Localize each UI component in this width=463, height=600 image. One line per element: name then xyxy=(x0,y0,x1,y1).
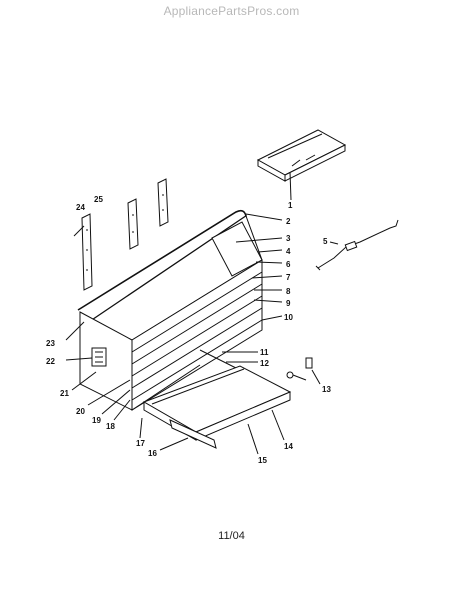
part-label-8: 8 xyxy=(286,287,291,296)
date-code: 11/04 xyxy=(218,530,245,542)
part-label-5: 5 xyxy=(323,237,328,246)
part-label-6: 6 xyxy=(286,260,291,269)
part-label-15: 15 xyxy=(258,456,267,465)
part-label-22: 22 xyxy=(46,357,55,366)
part-label-2: 2 xyxy=(286,217,291,226)
part-label-1: 1 xyxy=(288,201,293,210)
part-label-25: 25 xyxy=(94,195,103,204)
part-label-21: 21 xyxy=(60,389,69,398)
part-label-16: 16 xyxy=(148,449,157,458)
part-label-7: 7 xyxy=(286,273,291,282)
hardware-pieces xyxy=(286,357,313,381)
part-label-9: 9 xyxy=(286,299,291,308)
part-labels: 1 2 3 4 5 6 7 8 9 10 11 12 13 14 15 16 1… xyxy=(46,195,331,465)
bottom-drawer xyxy=(142,365,292,449)
watermark: AppliancePartsPros.com xyxy=(163,4,300,18)
top-tray-part xyxy=(256,129,347,182)
part-label-10: 10 xyxy=(284,313,293,322)
part-label-17: 17 xyxy=(136,439,145,448)
part-label-20: 20 xyxy=(76,407,85,416)
part-label-19: 19 xyxy=(92,416,101,425)
part-label-18: 18 xyxy=(106,422,115,431)
tool-chest-body xyxy=(77,209,263,411)
part-label-3: 3 xyxy=(286,234,291,243)
part-label-14: 14 xyxy=(284,442,293,451)
part-label-23: 23 xyxy=(46,339,55,348)
leader-lines xyxy=(65,171,339,455)
part-label-24: 24 xyxy=(76,203,85,212)
part-label-4: 4 xyxy=(286,247,291,256)
support-rod-part xyxy=(315,219,399,271)
part-label-13: 13 xyxy=(322,385,331,394)
part-label-12: 12 xyxy=(260,359,269,368)
part-label-11: 11 xyxy=(260,348,269,357)
side-strips-part xyxy=(73,178,169,291)
